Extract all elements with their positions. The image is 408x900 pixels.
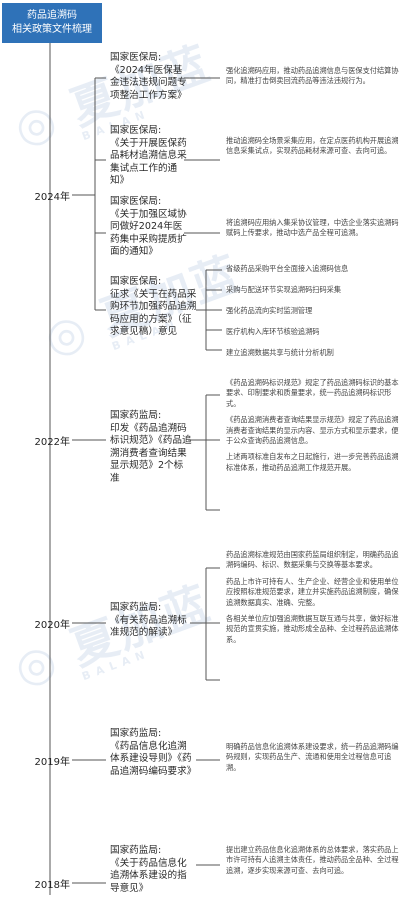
policy-note: 《药品追溯码标识规范》规定了药品追溯码标识的基本要求、印制要求和质量要求，统一药…: [226, 378, 399, 472]
policy-note: 强化追溯码应用，推动药品追溯信息与医保支付结算协同，精准打击倒卖回流药品等违法违…: [226, 66, 399, 86]
policy-doc: 国家医保局:《关于加强区域协同做好2024年医药集中采购提质扩面的通知》: [110, 196, 187, 258]
year-label-2024: 2024年: [34, 192, 70, 203]
list-item: 强化药品流向实时监测管理: [226, 306, 313, 315]
policy-note: 推动追溯码全场景采集应用，在定点医药机构开展追溯信息采集试点，实现药品耗材来源可…: [226, 136, 399, 156]
list-item: 建立追溯数据共享与统计分析机制: [226, 348, 334, 357]
list-item: 医疗机构入库环节核验追溯码: [226, 327, 320, 336]
policy-doc: 国家药监局:《药品信息化追溯体系建设导则》《药品追溯码编码要求》: [110, 728, 197, 777]
policy-doc: 国家药监局:《有关药品追溯标准规范的解读》: [110, 602, 187, 639]
policy-doc: 国家医保局:《关于开展医保药品耗材追溯信息采集试点工作的通知》: [110, 125, 187, 187]
year-label-2018: 2018年: [34, 880, 70, 891]
policy-note: 药品追溯标准规范由国家药监局组织制定，明确药品追溯码编码、标识、数据采集与交换等…: [226, 550, 399, 644]
list-item: 省级药品采购平台全面接入追溯码信息: [226, 264, 349, 273]
year-label-2019: 2019年: [34, 757, 70, 768]
year-label-2022: 2022年: [34, 437, 70, 448]
policy-doc: 国家医保局:征求《关于在药品采购环节加强药品追溯码应用的方案》（征求意见稿）意见: [110, 276, 197, 338]
policy-note: 提出建立药品信息化追溯体系的总体要求，落实药品上市许可持有人追溯主体责任，推动药…: [226, 845, 399, 875]
year-label-2020: 2020年: [34, 620, 70, 631]
policy-doc: 国家医保局:《2024年医保基金违法违规问题专项整治工作方案》: [110, 52, 187, 101]
list-item: 采购与配送环节实现追溯码扫码采集: [226, 285, 342, 294]
policy-note: 明确药品信息化追溯体系建设要求，统一药品追溯码编码规则，实现药品生产、流通和使用…: [226, 742, 399, 772]
policy-note: 将追溯码应用纳入集采协议管理，中选企业落实追溯码赋码上传要求，推动中选产品全程可…: [226, 218, 399, 238]
policy-doc: 国家药监局:《关于药品信息化追溯体系建设的指导意见》: [110, 845, 187, 894]
page-title: 药品追溯码 相关政策文件梳理: [2, 3, 102, 43]
policy-doc: 国家药监局:印发《药品追溯码标识规范》《药品追溯消费者查询结果显示规范》2个标准: [110, 410, 192, 484]
policy-note-list: 省级药品采购平台全面接入追溯码信息 采购与配送环节实现追溯码扫码采集 强化药品流…: [226, 264, 402, 369]
